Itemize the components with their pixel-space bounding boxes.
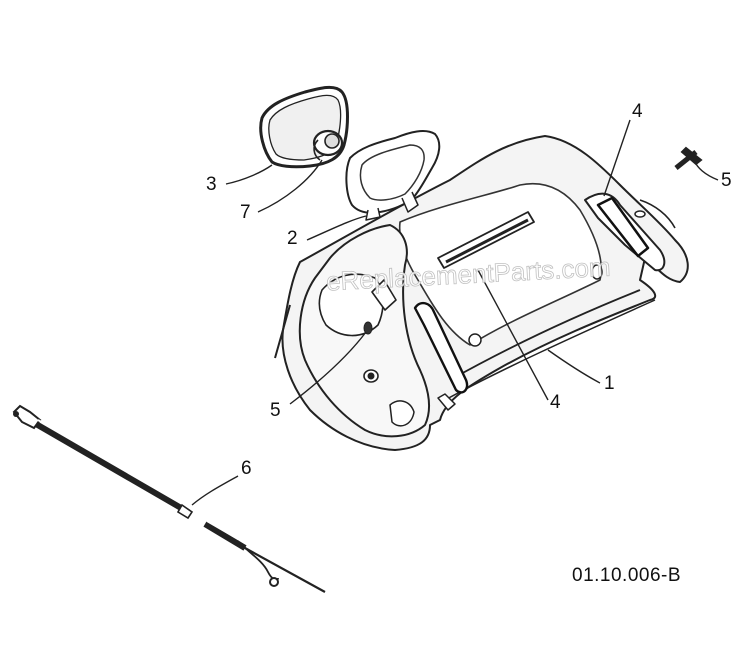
callout-labels: 1 2 3 4 4 5 5 6 7 xyxy=(206,101,732,479)
part-hood-cover xyxy=(274,135,689,451)
callout-3: 3 xyxy=(206,174,217,195)
callout-5-lower: 5 xyxy=(270,400,281,421)
callout-4-lower: 4 xyxy=(550,392,561,413)
part-headlight-lamp xyxy=(259,85,349,169)
callout-5-upper: 5 xyxy=(721,170,732,191)
part-bulb-socket xyxy=(312,129,344,161)
leader-lines xyxy=(191,119,719,506)
part-wire-harness xyxy=(12,404,326,593)
part-headlight-bracket xyxy=(345,130,441,221)
callout-2: 2 xyxy=(287,228,298,249)
callout-4-upper: 4 xyxy=(632,101,643,122)
callout-7: 7 xyxy=(240,202,251,223)
drawing-code: 01.10.006-B xyxy=(572,565,682,586)
callout-6: 6 xyxy=(241,458,252,479)
callout-1: 1 xyxy=(604,373,615,394)
